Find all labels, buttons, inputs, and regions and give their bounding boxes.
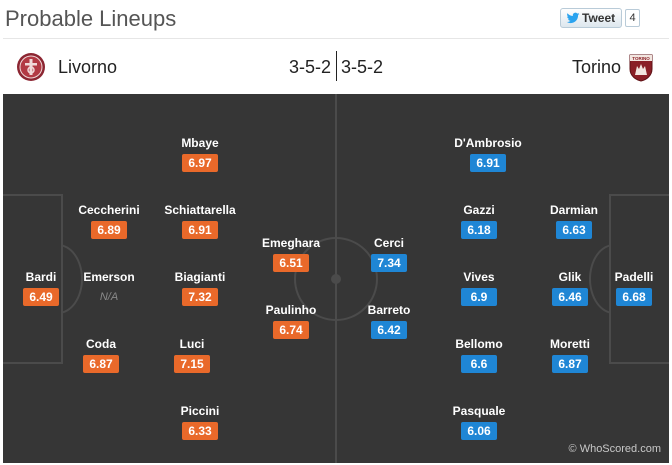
player-rating: 6.6	[461, 355, 497, 373]
player-rating: 6.74	[273, 321, 309, 339]
away-player[interactable]: Vives 6.9	[434, 270, 524, 306]
player-rating: 6.87	[552, 355, 588, 373]
player-name: Gazzi	[463, 203, 495, 217]
player-name: Bellomo	[455, 337, 503, 351]
home-player[interactable]: Luci 7.15	[147, 337, 237, 373]
home-player[interactable]: Schiattarella 6.91	[155, 203, 245, 239]
player-name: Moretti	[550, 337, 590, 351]
player-rating: 6.87	[83, 355, 119, 373]
player-name: Schiattarella	[164, 203, 236, 217]
player-rating: 6.06	[461, 422, 497, 440]
away-penalty-box	[609, 194, 669, 364]
home-player[interactable]: Coda 6.87	[56, 337, 146, 373]
away-formation: 3-5-2	[341, 57, 384, 77]
player-name: Piccini	[180, 404, 220, 418]
away-player[interactable]: Barreto 6.42	[344, 303, 434, 339]
player-name: Glik	[558, 270, 582, 284]
player-name: Bardi	[25, 270, 57, 284]
home-player[interactable]: Mbaye 6.97	[155, 136, 245, 172]
player-rating: 6.68	[616, 288, 652, 306]
player-rating: 6.91	[182, 221, 218, 239]
player-rating: 6.9	[461, 288, 497, 306]
player-rating: 6.89	[91, 221, 127, 239]
player-name: D'Ambrosio	[454, 136, 522, 150]
player-name: Cerci	[373, 236, 405, 250]
player-rating: 6.51	[273, 254, 309, 272]
whoscored-watermark: © WhoScored.com	[568, 443, 661, 455]
player-rating: 6.91	[470, 154, 506, 172]
team-header: Livorno 3-5-2 3-5-2 Torino TORINO	[3, 38, 669, 92]
player-name: Vives	[463, 270, 495, 284]
center-circle	[294, 237, 378, 321]
away-team-name: Torino	[571, 57, 621, 77]
player-rating: N/A	[99, 291, 119, 303]
away-player[interactable]: Gazzi 6.18	[434, 203, 524, 239]
player-name: Emeghara	[261, 236, 321, 250]
player-rating: 7.34	[371, 254, 407, 272]
player-rating: 6.18	[461, 221, 497, 239]
twitter-bird-icon	[566, 12, 580, 24]
torino-crest-text: TORINO	[632, 56, 650, 61]
player-name: Biagianti	[174, 270, 226, 284]
player-rating: 7.15	[174, 355, 210, 373]
player-rating: 7.32	[182, 288, 218, 306]
player-rating: 6.42	[371, 321, 407, 339]
home-formation: 3-5-2	[288, 57, 331, 77]
player-name: Luci	[179, 337, 205, 351]
page-title: Probable Lineups	[5, 6, 177, 31]
player-name: Padelli	[614, 270, 654, 284]
home-player[interactable]: Paulinho 6.74	[246, 303, 336, 339]
home-penalty-box	[3, 194, 63, 364]
formation-divider	[336, 51, 337, 81]
player-name: Mbaye	[181, 136, 219, 150]
home-team-name: Livorno	[58, 57, 118, 77]
away-player[interactable]: Padelli 6.68	[589, 270, 669, 306]
home-player[interactable]: Emerson N/A	[64, 270, 154, 306]
player-rating: 6.33	[182, 422, 218, 440]
away-player[interactable]: Glik 6.46	[525, 270, 615, 306]
away-player[interactable]: Darmian 6.63	[529, 203, 619, 239]
tweet-count: 4	[625, 9, 640, 27]
player-name: Pasquale	[452, 404, 506, 418]
away-player[interactable]: Moretti 6.87	[525, 337, 615, 373]
home-player[interactable]: Biagianti 7.32	[155, 270, 245, 306]
center-spot	[331, 274, 341, 284]
home-player[interactable]: Piccini 6.33	[155, 404, 245, 440]
away-player[interactable]: Pasquale 6.06	[434, 404, 524, 440]
livorno-crest-icon	[17, 53, 45, 81]
home-player[interactable]: Emeghara 6.51	[246, 236, 336, 272]
tweet-button[interactable]: Tweet	[560, 8, 622, 28]
player-rating: 6.49	[23, 288, 59, 306]
player-name: Barreto	[367, 303, 411, 317]
away-player[interactable]: Cerci 7.34	[344, 236, 434, 272]
torino-crest-icon: TORINO	[629, 54, 653, 82]
player-name: Darmian	[549, 203, 599, 217]
player-rating: 6.97	[182, 154, 218, 172]
away-player[interactable]: D'Ambrosio 6.91	[443, 136, 533, 172]
player-name: Ceccherini	[78, 203, 140, 217]
player-rating: 6.63	[556, 221, 592, 239]
player-name: Coda	[86, 337, 116, 351]
home-player[interactable]: Bardi 6.49	[3, 270, 86, 306]
player-rating: 6.46	[552, 288, 588, 306]
pitch: Bardi 6.49 Ceccherini 6.89 Emerson N/A C…	[3, 94, 669, 463]
player-name: Paulinho	[265, 303, 317, 317]
home-player[interactable]: Ceccherini 6.89	[64, 203, 154, 239]
away-player[interactable]: Bellomo 6.6	[434, 337, 524, 373]
tweet-label: Tweet	[582, 11, 616, 25]
player-name: Emerson	[83, 270, 135, 284]
